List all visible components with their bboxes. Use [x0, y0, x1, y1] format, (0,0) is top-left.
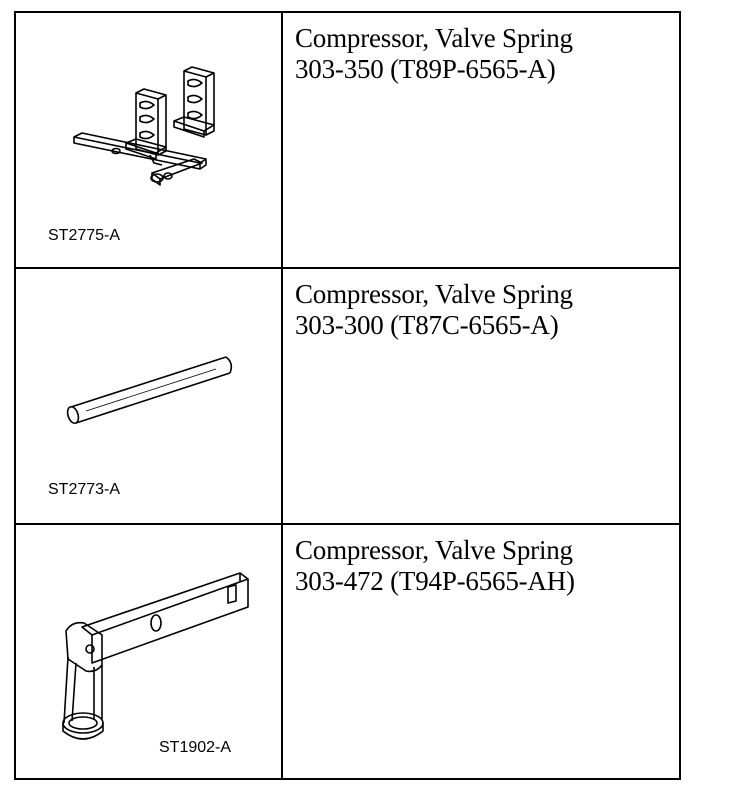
tool-illustration-cell: ST2775-A — [16, 13, 283, 267]
tool-number: 303-350 (T89P-6565-A) — [295, 54, 556, 84]
tool-row: ST2773-A Compressor, Valve Spring 303-30… — [16, 269, 679, 525]
tool-row: ST1902-A Compressor, Valve Spring 303-47… — [16, 525, 679, 778]
tool-number: 303-300 (T87C-6565-A) — [295, 310, 559, 340]
illustration-code: ST2775-A — [48, 227, 121, 244]
compressor-lever-illustration — [62, 572, 249, 740]
tool-illustration-cell: ST1902-A — [16, 525, 283, 778]
illustration-code: ST2773-A — [48, 481, 121, 498]
special-tools-table: ST2775-A Compressor, Valve Spring 303-35… — [14, 11, 681, 780]
tool-description: Compressor, Valve Spring 303-350 (T89P-6… — [283, 13, 679, 267]
tool-row: ST2775-A Compressor, Valve Spring 303-35… — [16, 13, 679, 269]
tool-number: 303-472 (T94P-6565-AH) — [295, 566, 575, 596]
tool-name: Compressor, Valve Spring — [295, 535, 573, 565]
valve-spring-compressor-plates-illustration — [73, 66, 215, 186]
tool-description: Compressor, Valve Spring 303-300 (T87C-6… — [283, 269, 679, 523]
illustration-code: ST1902-A — [159, 739, 232, 756]
tool-illustration-cell: ST2773-A — [16, 269, 283, 523]
compressor-tube-illustration — [66, 356, 233, 425]
tool-description: Compressor, Valve Spring 303-472 (T94P-6… — [283, 525, 679, 778]
tool-name: Compressor, Valve Spring — [295, 23, 573, 53]
tool-name: Compressor, Valve Spring — [295, 279, 573, 309]
